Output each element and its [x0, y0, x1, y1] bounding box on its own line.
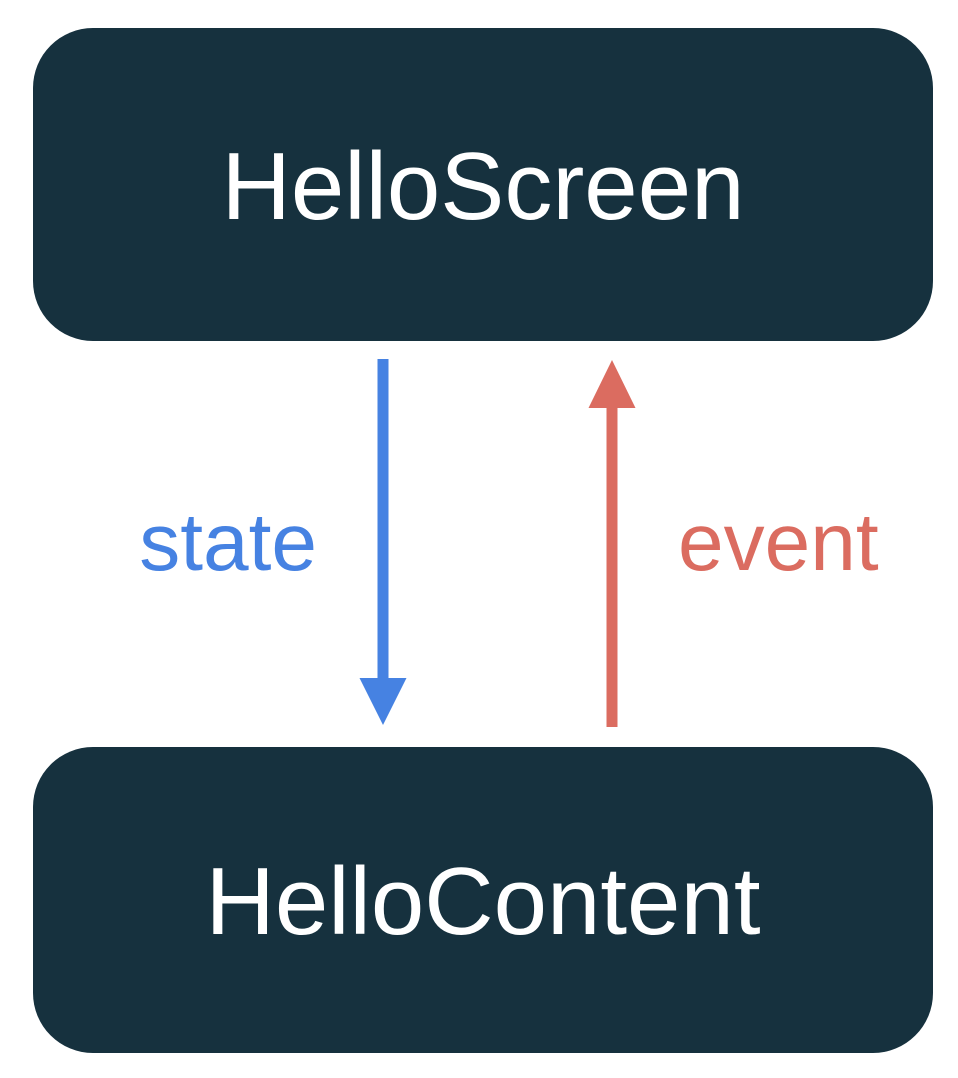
node-hello-content: HelloContent: [33, 747, 933, 1053]
event-arrow-head: [588, 360, 636, 408]
state-arrow-head: [359, 678, 407, 725]
node-hello-screen-label: HelloScreen: [222, 133, 745, 240]
edge-label-state: state: [139, 497, 317, 588]
event-arrow: event: [588, 360, 879, 727]
node-hello-screen-box: [33, 28, 933, 341]
node-hello-content-label: HelloContent: [206, 848, 761, 955]
edge-label-event: event: [678, 497, 879, 588]
node-hello-content-box: [33, 747, 933, 1053]
state-arrow: state: [139, 359, 407, 725]
node-hello-screen: HelloScreen: [33, 28, 933, 341]
